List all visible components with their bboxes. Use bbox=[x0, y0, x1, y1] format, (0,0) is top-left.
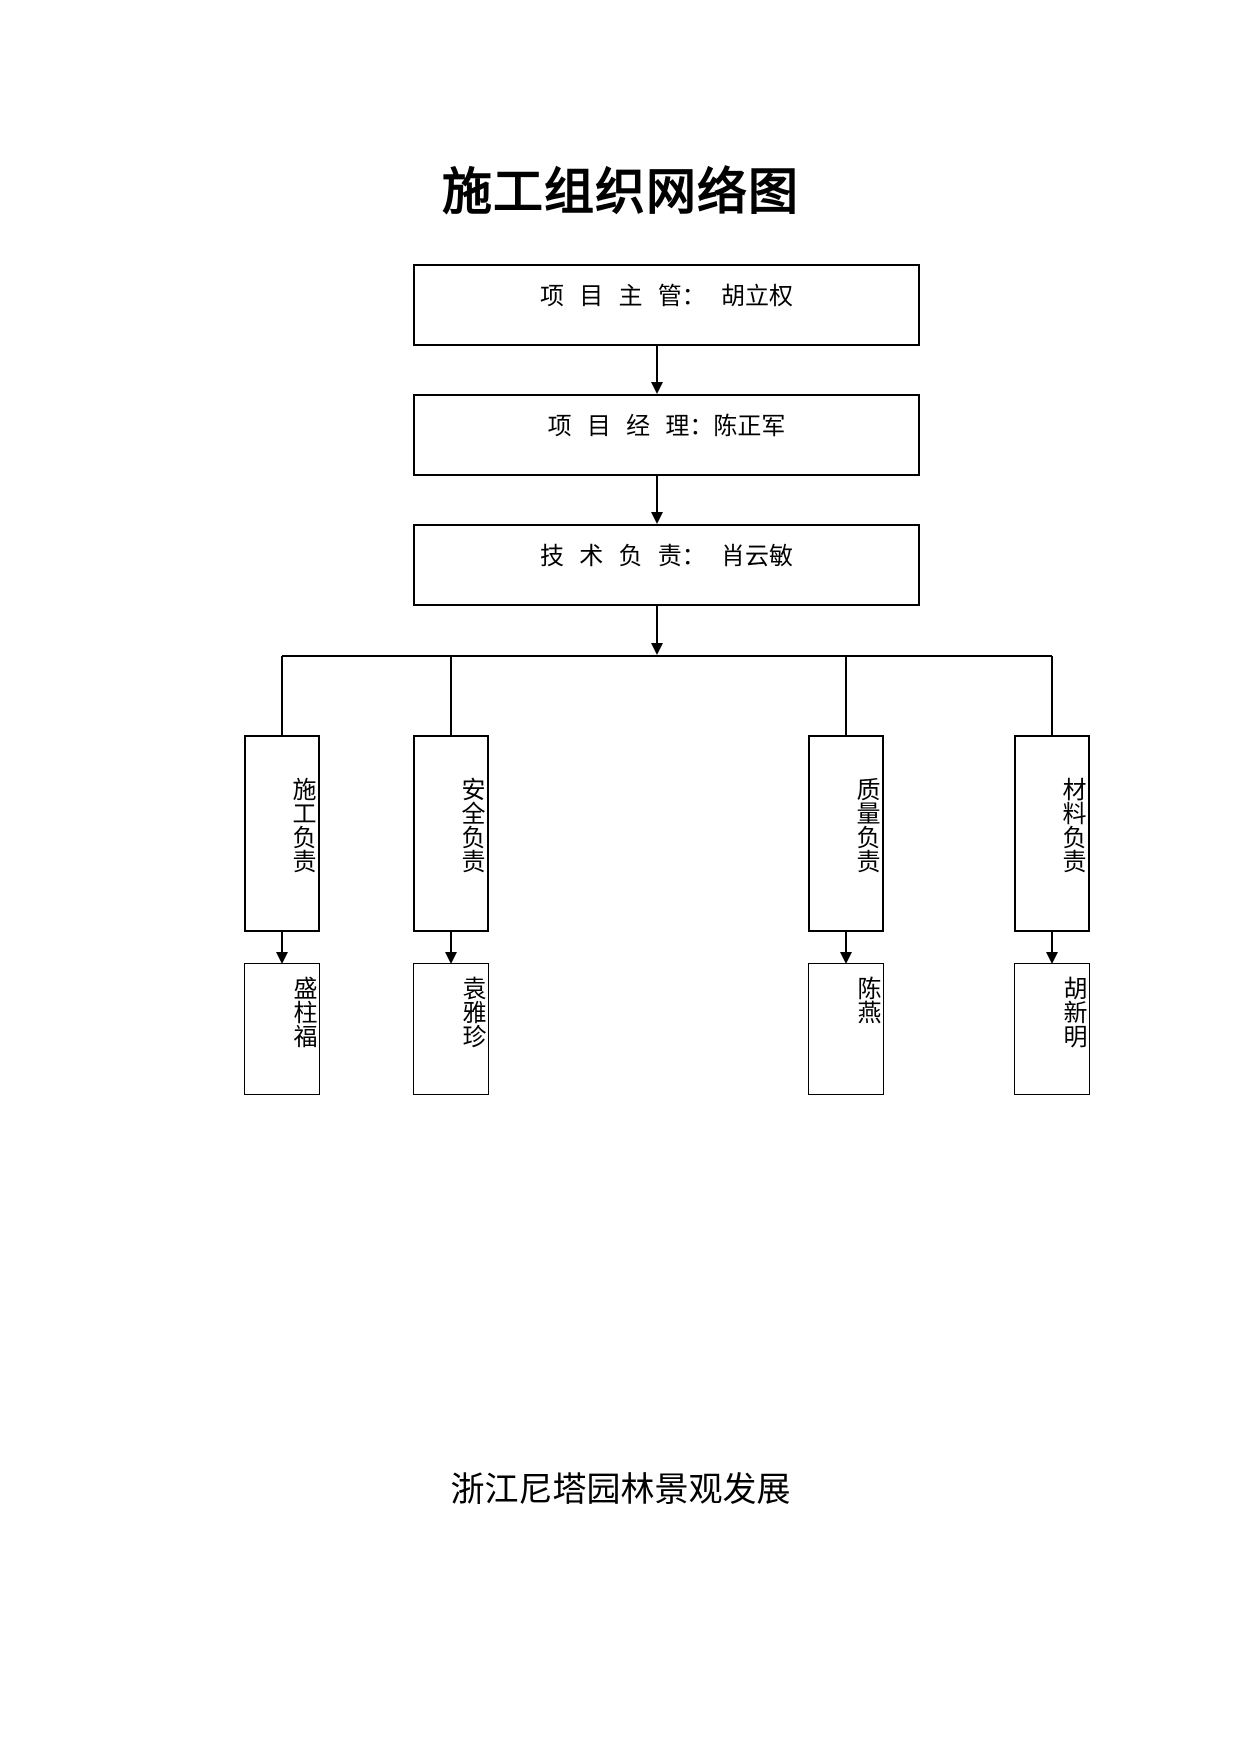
project-manager-label: 项 目 经 理：陈正军 bbox=[547, 412, 786, 440]
project-director-label: 项 目 主 管： 胡立权 bbox=[539, 282, 794, 310]
person-materials-box: 胡新明 bbox=[1014, 963, 1090, 1095]
person-safety-name: 袁雅珍 bbox=[458, 976, 486, 1048]
person-construction-name: 盛柱福 bbox=[289, 976, 317, 1048]
department-quality-box: 质量负责 bbox=[808, 735, 884, 932]
person-construction-box: 盛柱福 bbox=[244, 963, 320, 1095]
technical-lead-label: 技 术 负 责： 肖云敏 bbox=[539, 542, 794, 570]
technical-lead-box: 技 术 负 责： 肖云敏 bbox=[413, 524, 920, 606]
department-materials-box: 材料负责 bbox=[1014, 735, 1090, 932]
department-quality-label: 质量负责 bbox=[852, 777, 880, 873]
project-manager-box: 项 目 经 理：陈正军 bbox=[413, 394, 920, 476]
department-materials-label: 材料负责 bbox=[1058, 777, 1086, 873]
person-safety-box: 袁雅珍 bbox=[413, 963, 489, 1095]
person-quality-name: 陈燕 bbox=[853, 976, 881, 1024]
person-materials-name: 胡新明 bbox=[1059, 976, 1087, 1048]
person-quality-box: 陈燕 bbox=[808, 963, 884, 1095]
company-footer: 浙江尼塔园林景观发展 bbox=[450, 1470, 791, 1510]
department-construction-box: 施工负责 bbox=[244, 735, 320, 932]
page-title: 施工组织网络图 bbox=[442, 163, 799, 221]
project-director-box: 项 目 主 管： 胡立权 bbox=[413, 264, 920, 346]
department-safety-box: 安全负责 bbox=[413, 735, 489, 932]
department-safety-label: 安全负责 bbox=[457, 777, 485, 873]
department-construction-label: 施工负责 bbox=[288, 777, 316, 873]
